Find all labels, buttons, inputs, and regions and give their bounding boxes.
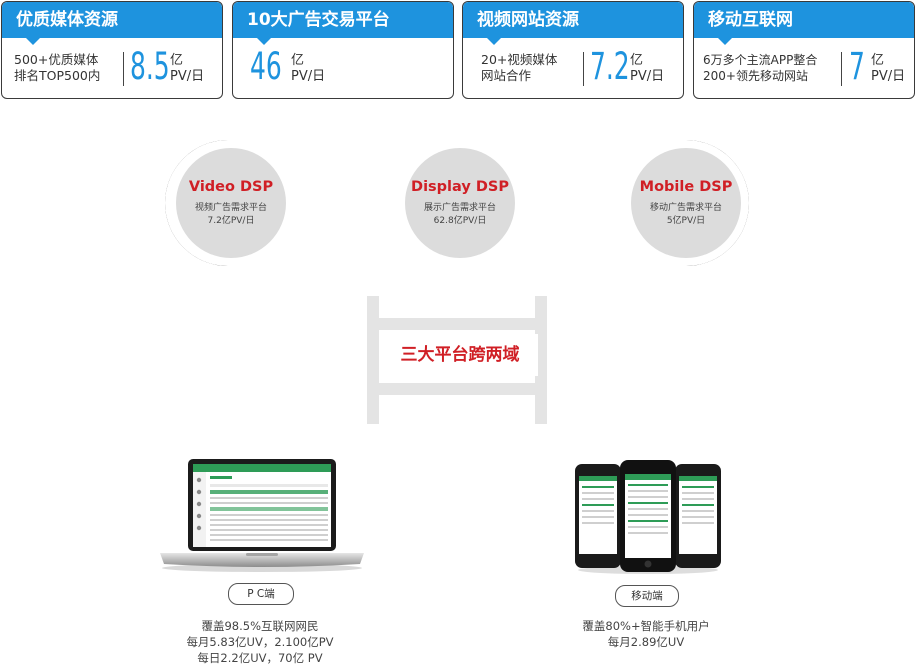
card-title: 10大广告交易平台 — [233, 2, 453, 45]
card-unit-line: PV/日 — [630, 69, 665, 84]
dsp-title: Mobile DSP — [639, 179, 733, 195]
card-title: 移动互联网 — [694, 2, 914, 45]
pc-tag: P C端 — [228, 583, 294, 605]
card-divider — [583, 52, 584, 86]
card-unit: 亿 PV/日 — [170, 53, 204, 85]
mobile-stat-line: 每月2.89亿UV — [607, 635, 685, 649]
card-number: 46 — [250, 45, 282, 88]
dsp-title: Display DSP — [411, 179, 509, 195]
card-unit-line: 亿 — [170, 53, 184, 68]
mobile-stats: 覆盖80%+智能手机用户 每月2.89亿UV — [546, 618, 746, 650]
card-quality-media: 优质媒体资源 500+优质媒体 排名TOP500内 8.5 亿 PV/日 — [1, 1, 223, 99]
card-description: 500+优质媒体 排名TOP500内 — [14, 52, 100, 84]
dsp-volume: 5亿PV/日 — [666, 216, 706, 226]
card-desc-line: 6万多个主流APP整合 — [703, 53, 818, 67]
card-divider — [123, 52, 124, 86]
card-description: 6万多个主流APP整合 200+领先移动网站 — [703, 52, 817, 84]
dsp-subtitle: 移动广告需求平台 5亿PV/日 — [631, 202, 741, 228]
mobile-tag: 移动端 — [615, 585, 679, 607]
card-unit-line: 亿 — [630, 53, 644, 68]
card-unit-line: 亿 — [291, 53, 305, 68]
card-unit: 亿 PV/日 — [871, 53, 905, 85]
card-description: 20+视频媒体 网站合作 — [481, 52, 557, 84]
bridge-rung — [367, 383, 547, 395]
dsp-desc: 视频广告需求平台 — [194, 203, 267, 213]
card-unit-line: PV/日 — [291, 69, 326, 84]
bridge-rung — [367, 318, 547, 330]
card-desc-line: 200+领先移动网站 — [703, 69, 808, 83]
dsp-volume: 62.8亿PV/日 — [433, 216, 487, 226]
bridge-rail-left — [367, 296, 379, 424]
card-ad-exchange: 10大广告交易平台 46 亿 PV/日 — [232, 1, 454, 99]
card-number: 7 — [849, 45, 865, 88]
card-desc-line: 排名TOP500内 — [14, 68, 101, 83]
dsp-mobile: Mobile DSP 移动广告需求平台 5亿PV/日 — [631, 148, 741, 258]
pc-stat-line: 覆盖98.5%互联网网民 — [201, 619, 319, 633]
card-desc-line: 20+视频媒体 — [481, 52, 558, 67]
laptop-illustration — [160, 459, 364, 572]
pc-stats: 覆盖98.5%互联网网民 每月5.83亿UV，2.100亿PV 每日2.2亿UV… — [160, 618, 360, 666]
card-divider — [841, 52, 842, 86]
card-mobile-internet: 移动互联网 6万多个主流APP整合 200+领先移动网站 7 亿 PV/日 — [693, 1, 915, 99]
dsp-volume: 7.2亿PV/日 — [207, 216, 255, 226]
mobile-stat-line: 覆盖80%+智能手机用户 — [582, 619, 710, 633]
phones-illustration — [575, 460, 721, 574]
card-unit-line: PV/日 — [871, 69, 906, 84]
pc-stat-line: 每日2.2亿UV，70亿 PV — [197, 651, 323, 665]
dsp-title: Video DSP — [188, 179, 274, 195]
card-unit-line: 亿 — [871, 53, 885, 68]
dsp-desc: 展示广告需求平台 — [423, 203, 496, 213]
dsp-subtitle: 展示广告需求平台 62.8亿PV/日 — [405, 202, 515, 228]
card-unit: 亿 PV/日 — [630, 53, 664, 85]
card-title: 视频网站资源 — [463, 2, 683, 45]
card-title: 优质媒体资源 — [2, 2, 222, 45]
card-unit-line: PV/日 — [170, 69, 205, 84]
dsp-display: Display DSP 展示广告需求平台 62.8亿PV/日 — [405, 148, 515, 258]
dsp-video: Video DSP 视频广告需求平台 7.2亿PV/日 — [176, 148, 286, 258]
card-video-sites: 视频网站资源 20+视频媒体 网站合作 7.2 亿 PV/日 — [462, 1, 684, 99]
bridge-label: 三大平台跨两域 — [382, 334, 538, 376]
pc-stat-line: 每月5.83亿UV，2.100亿PV — [186, 635, 334, 649]
card-desc-line: 网站合作 — [481, 68, 532, 83]
dsp-subtitle: 视频广告需求平台 7.2亿PV/日 — [176, 202, 286, 228]
dsp-desc: 移动广告需求平台 — [649, 203, 722, 213]
card-desc-line: 500+优质媒体 — [14, 52, 99, 67]
card-unit: 亿 PV/日 — [291, 53, 325, 85]
card-number: 7.2 — [590, 45, 630, 88]
card-number: 8.5 — [130, 45, 170, 88]
